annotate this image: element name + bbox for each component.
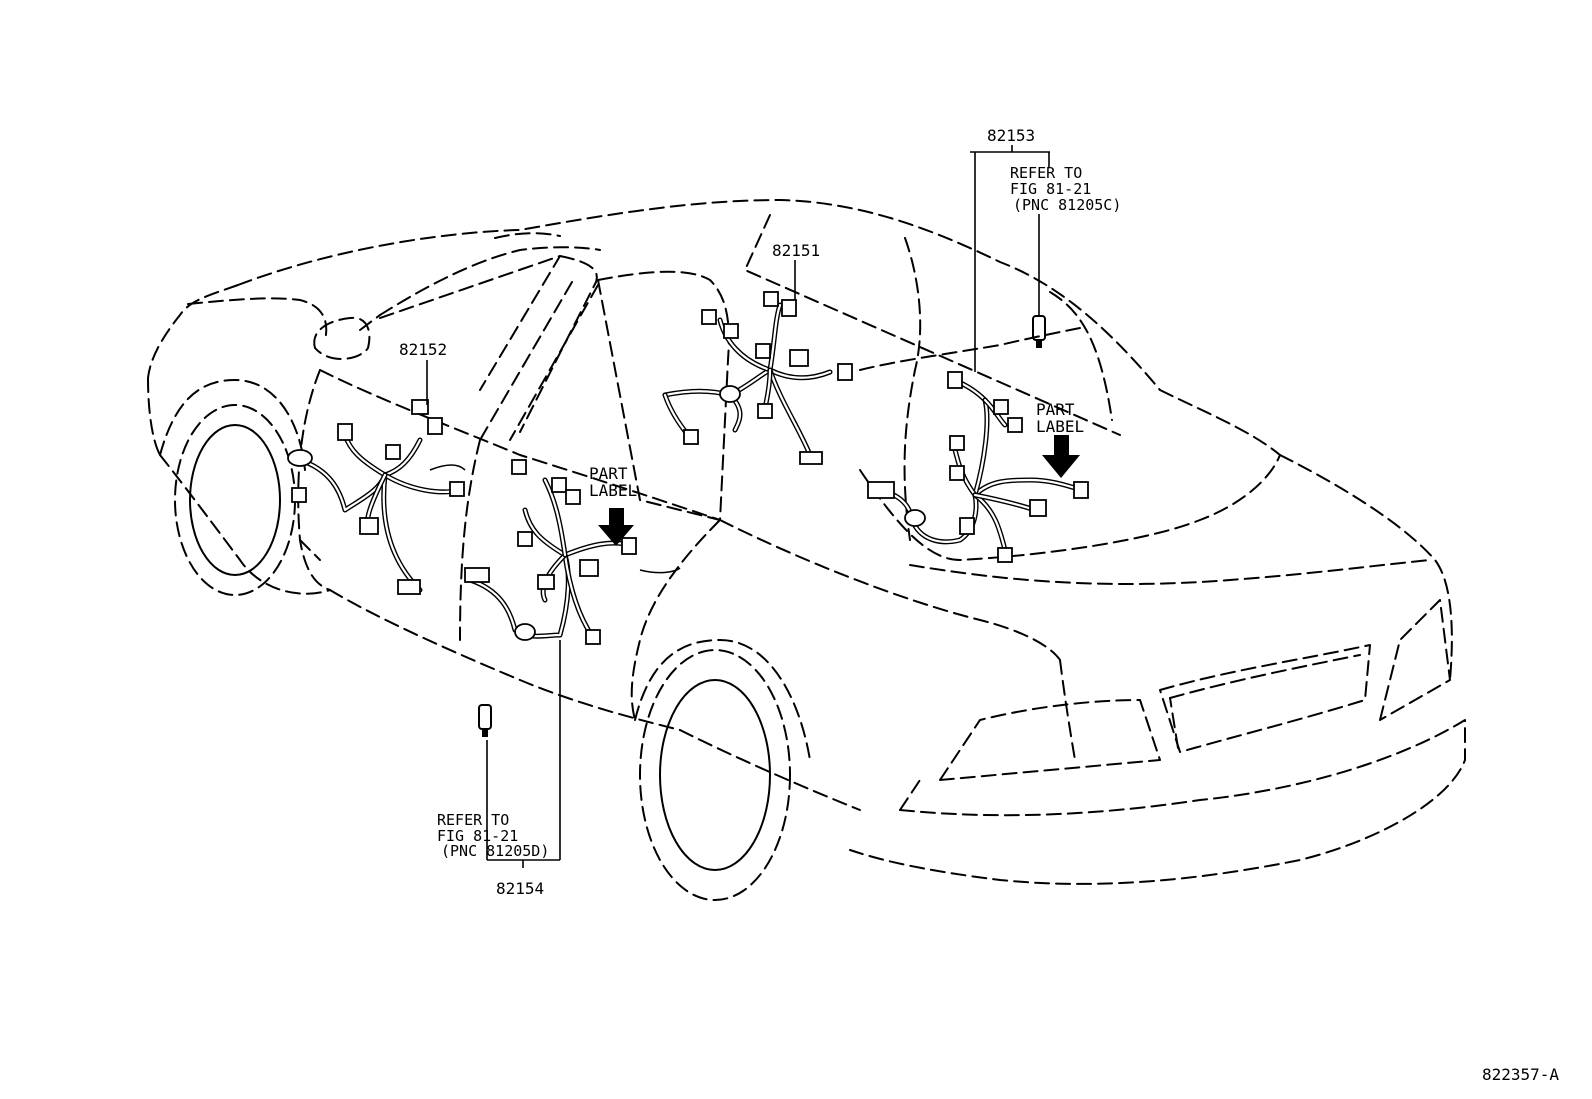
part-label-front-line2: LABEL [589,481,637,500]
harness-82152 [287,399,466,595]
refer-right-line1: REFER TO [1010,164,1082,182]
refer-left-line3: (PNC 81205D) [441,842,549,860]
part-number-82151: 82151 [772,241,820,260]
harness-82151 [662,291,853,465]
part-label-front-line1: PART [589,464,628,483]
refer-left-line2: FIG 81-21 [437,827,518,845]
part-number-82154: 82154 [496,879,544,898]
part-label-arrow-front-icon [598,508,634,546]
harness-82153 [867,371,1089,563]
leader-lines [426,145,1050,868]
bulb-81205d-icon [478,704,492,737]
front-wheel [159,379,306,596]
refer-right-line2: FIG 81-21 [1010,180,1091,198]
refer-right-line3: (PNC 81205C) [1013,196,1121,214]
car-body-outline [147,199,1466,885]
part-label-rear-line1: PART [1036,400,1075,419]
rear-wheel [634,639,811,901]
part-label-rear-line2: LABEL [1036,417,1084,436]
bulb-81205c-icon [1032,315,1046,348]
refer-left-line1: REFER TO [437,811,509,829]
figure-code: 822357-A [1482,1065,1559,1084]
harness-82154 [464,459,681,645]
part-number-82153: 82153 [987,126,1035,145]
part-label-arrow-rear-icon [1042,435,1080,478]
part-number-82152: 82152 [399,340,447,359]
